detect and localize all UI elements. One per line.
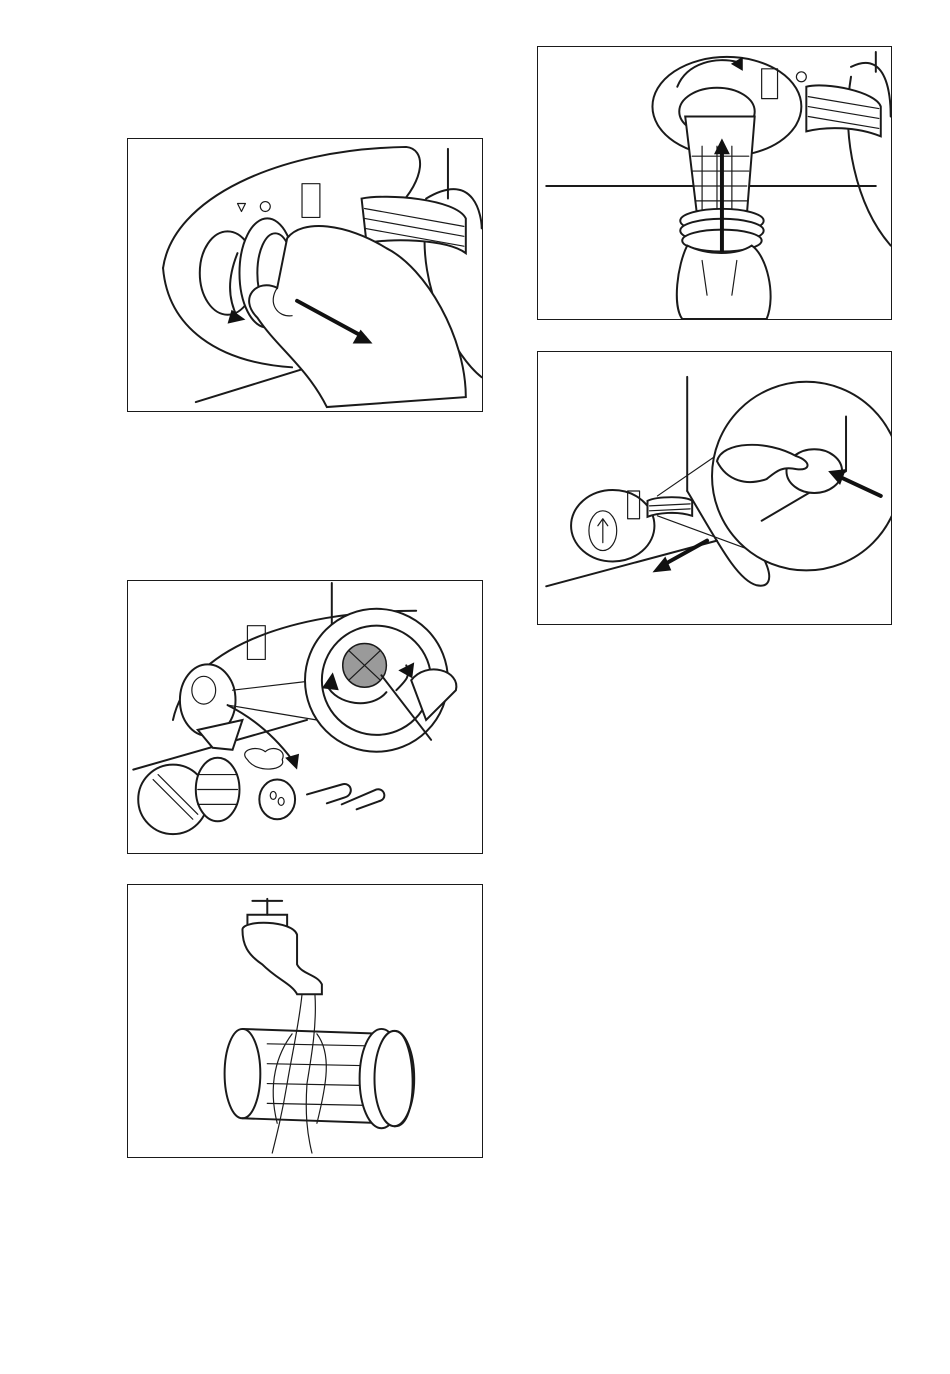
illustration-insert-filter [537,46,892,320]
remove-filter-drawing [128,139,482,411]
insert-filter-drawing [538,47,891,319]
rinse-filter-drawing [128,885,482,1157]
close-door-drawing [538,352,891,624]
illustration-rinse-filter [127,884,483,1158]
illustration-remove-filter [127,138,483,412]
clean-housing-drawing [128,581,482,853]
illustration-clean-housing [127,580,483,854]
illustration-close-door [537,351,892,625]
